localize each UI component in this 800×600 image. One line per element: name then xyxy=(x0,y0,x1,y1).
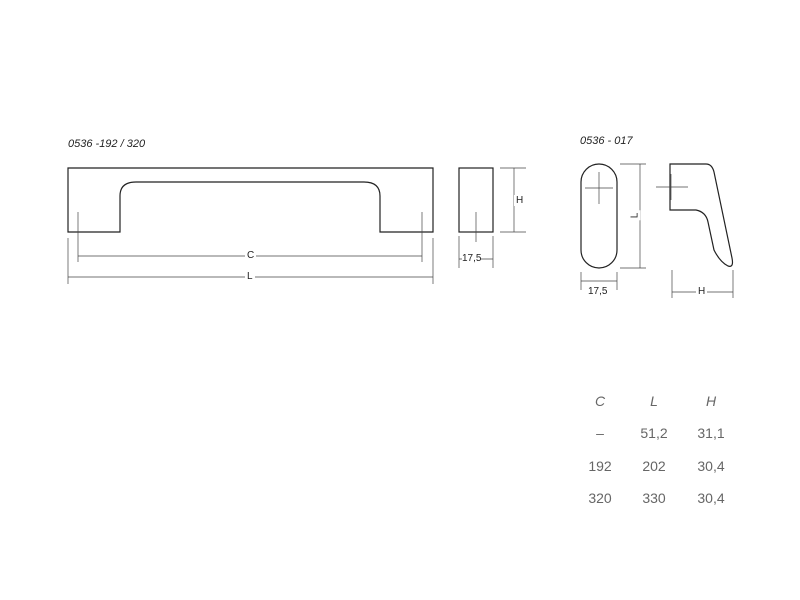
table-header-l: L xyxy=(650,393,658,409)
table-cell: – xyxy=(596,425,604,441)
table-cell: 202 xyxy=(642,458,666,474)
dim-label-width: 17,5 xyxy=(462,253,482,264)
dim-label-h: H xyxy=(514,195,526,206)
dim-label-l: L xyxy=(245,271,255,282)
table-cell: 31,1 xyxy=(697,425,725,441)
knob-front-view-outline xyxy=(580,163,618,269)
dim-label-knob-h: H xyxy=(696,286,708,297)
model-label-long: 0536 -192 / 320 xyxy=(68,138,146,150)
handle-front-view-outline xyxy=(67,167,434,233)
table-header-c: C xyxy=(594,393,606,409)
dim-label-knob-width: 17,5 xyxy=(588,286,608,297)
dim-label-knob-l: L xyxy=(629,210,641,221)
table-cell: 330 xyxy=(642,490,666,506)
table-cell: 51,2 xyxy=(640,425,668,441)
table-cell: 30,4 xyxy=(697,490,725,506)
table-header-h: H xyxy=(705,393,717,409)
knob-side-view-outline xyxy=(669,163,734,267)
model-label-short: 0536 - 017 xyxy=(580,135,633,147)
table-cell: 30,4 xyxy=(697,458,725,474)
table-cell: 320 xyxy=(588,490,612,506)
table-cell: 192 xyxy=(588,458,612,474)
dim-label-c: C xyxy=(245,250,257,261)
